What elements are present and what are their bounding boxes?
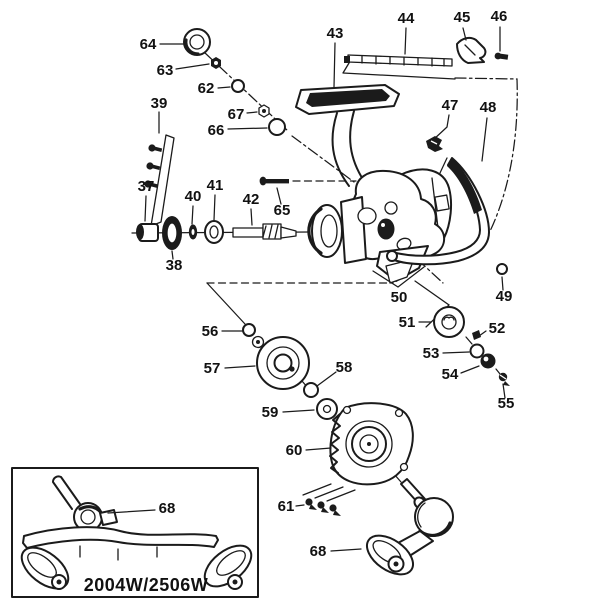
part-68-handle: [366, 478, 454, 576]
label-41: 41: [207, 177, 224, 194]
part-67-nut: [258, 104, 270, 118]
label-51: 51: [399, 314, 416, 331]
part-58-washer: [303, 382, 319, 398]
label-54: 54: [442, 366, 459, 383]
part-61-screws: [302, 483, 356, 516]
rotor-body-assembly: [307, 168, 453, 284]
label-46: 46: [491, 8, 508, 25]
label-38: 38: [166, 257, 183, 274]
part-39-screws-bracket: [144, 134, 175, 227]
label-55: 55: [498, 395, 515, 412]
part-46-screw: [494, 52, 509, 60]
label-49: 49: [496, 288, 513, 305]
part-47-clip: [426, 136, 443, 152]
label-64: 64: [140, 36, 157, 53]
part-labels: 64 63 62 39 67 66 43 44 45 46 47 48 37 4…: [138, 8, 515, 560]
part-43-bail-trip-arm: [295, 84, 400, 187]
part-65-screw: [259, 176, 289, 186]
label-39: 39: [151, 95, 168, 112]
part-38-oval-ring: [162, 216, 182, 250]
label-63: 63: [157, 62, 174, 79]
label-66: 66: [208, 122, 225, 139]
part-53-washer: [469, 343, 485, 359]
part-63-nut: [211, 57, 221, 69]
label-67: 67: [228, 106, 245, 123]
label-50: 50: [391, 289, 408, 306]
part-57-drive-gear: [251, 335, 310, 390]
label-48: 48: [480, 99, 497, 116]
label-42: 42: [243, 191, 260, 208]
label-62: 62: [198, 80, 215, 97]
part-51-bearing: [433, 306, 465, 338]
label-58: 58: [336, 359, 353, 376]
part-66-bearing: [268, 118, 286, 136]
part-40-washer: [188, 224, 198, 240]
part-49-nut: [496, 263, 508, 275]
part-64-drag-cap: [183, 28, 211, 56]
part-60-side-cover: [329, 402, 414, 486]
label-68-inset: 68: [159, 500, 176, 517]
part-41-bearing: [204, 220, 224, 244]
label-43: 43: [327, 25, 344, 42]
label-45: 45: [454, 9, 471, 26]
part-44-kick-shaft: [342, 54, 456, 80]
part-62-washer: [231, 79, 245, 93]
part-55-screw: [498, 372, 510, 386]
part-52-clip: [472, 330, 481, 340]
label-47: 47: [442, 97, 459, 114]
label-52: 52: [489, 320, 506, 337]
leader-lines: [107, 26, 506, 552]
part-37-knob-cylinder: [136, 223, 159, 242]
part-54-collar: [480, 353, 496, 369]
label-37: 37: [138, 178, 155, 195]
label-40: 40: [185, 188, 202, 205]
part-42-pinion-shaft: [232, 223, 297, 240]
part-59-bearing: [316, 398, 338, 420]
label-59: 59: [262, 404, 279, 421]
label-61: 61: [278, 498, 295, 515]
label-44: 44: [398, 10, 415, 27]
model-label: 2004W/2506W: [84, 575, 209, 595]
part-56-nut: [242, 323, 256, 337]
part-48-bail-wire: [386, 157, 490, 266]
part-45-lever: [456, 36, 487, 64]
label-56: 56: [202, 323, 219, 340]
label-57: 57: [204, 360, 221, 377]
inset-box-double-handle: 2004W/2506W: [11, 467, 259, 598]
label-68-handle: 68: [310, 543, 327, 560]
label-65: 65: [274, 202, 291, 219]
label-53: 53: [423, 345, 440, 362]
label-60: 60: [286, 442, 303, 459]
